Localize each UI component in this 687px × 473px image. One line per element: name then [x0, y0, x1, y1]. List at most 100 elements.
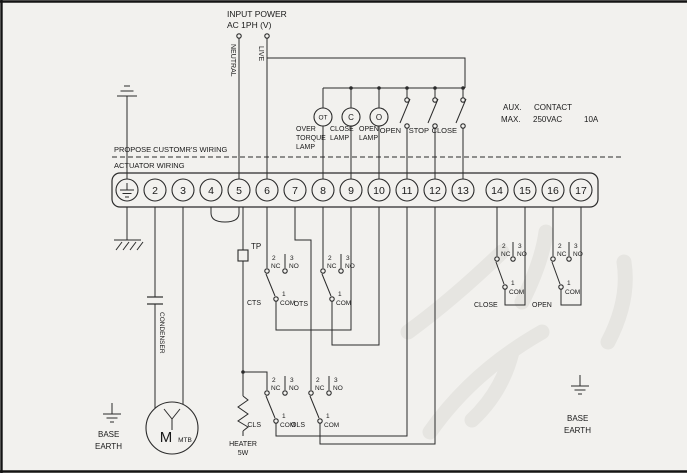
- svg-text:11: 11: [402, 185, 413, 197]
- svg-text:COM: COM: [324, 422, 339, 429]
- svg-text:NC: NC: [327, 263, 337, 270]
- switch-ols: 2 NC 3 NO 1 COM OLS: [291, 207, 436, 445]
- earth-terminal-icon: [120, 183, 134, 198]
- contact-arm: [265, 273, 276, 297]
- customer-wiring-note: PROPOSE CUSTOMR'S WIRING: [114, 145, 228, 154]
- svg-text:5: 5: [236, 185, 242, 197]
- terminal-11: 11: [395, 178, 419, 202]
- thermal-protector-icon: [237, 249, 249, 262]
- contact-label: CONTACT: [534, 103, 572, 112]
- svg-text:2: 2: [558, 243, 562, 250]
- svg-text:3: 3: [290, 255, 294, 262]
- motor-mtb-label: MTB: [178, 437, 192, 444]
- close-lamp-label: LAMP: [330, 135, 349, 142]
- open-lamp-letter: O: [376, 113, 382, 122]
- svg-text:NC: NC: [315, 385, 325, 392]
- stop-button-label: STOP: [409, 126, 429, 135]
- svg-text:17: 17: [575, 185, 587, 197]
- watermark: [400, 224, 633, 440]
- terminal-6: 6: [255, 178, 279, 202]
- terminal-2: 2: [143, 178, 167, 202]
- contact-arm: [495, 261, 505, 285]
- tp-label: TP: [251, 242, 261, 251]
- heater-watt-label: 5W: [238, 450, 249, 457]
- live-label: LIVE: [257, 46, 264, 62]
- svg-text:2: 2: [502, 243, 506, 250]
- cts-label: CTS: [247, 300, 261, 307]
- motor-letter: M: [160, 429, 173, 446]
- svg-text:NO: NO: [289, 385, 299, 392]
- ot-lamp-letter: OT: [318, 115, 327, 122]
- svg-text:3: 3: [518, 243, 522, 250]
- svg-text:2: 2: [272, 377, 276, 384]
- svg-text:6: 6: [264, 185, 270, 197]
- heater-label: HEATER: [229, 441, 257, 448]
- motor: M MTB: [145, 401, 199, 455]
- svg-text:3: 3: [290, 377, 294, 384]
- svg-text:2: 2: [152, 185, 158, 197]
- svg-text:15: 15: [519, 185, 531, 197]
- terminal-16: 16: [541, 178, 565, 202]
- terminal-strip: 2 3 4 5 6 7 8 9 10 11 12 13 14 15 16 17: [111, 172, 599, 208]
- button-close-symbol: CLOSE: [432, 88, 467, 179]
- svg-text:1: 1: [282, 291, 286, 298]
- heater-resistor-icon: [237, 395, 249, 432]
- svg-text:COM: COM: [509, 289, 524, 296]
- svg-text:16: 16: [547, 185, 559, 197]
- ols-com-wire: [319, 207, 436, 445]
- svg-text:1: 1: [282, 413, 286, 420]
- svg-text:3: 3: [180, 185, 186, 197]
- svg-text:COM: COM: [565, 289, 580, 296]
- close-lamp-label: CLOSE: [330, 126, 354, 133]
- earth-icon: [103, 403, 121, 423]
- ot-lamp-label: LAMP: [296, 144, 315, 151]
- contact-arm: [321, 273, 332, 297]
- svg-text:10: 10: [373, 185, 385, 197]
- live-node: [264, 33, 270, 39]
- aux-close-com-wire: [504, 207, 526, 306]
- ac-rating-label: AC 1PH (V): [227, 20, 272, 30]
- live-branch-wire: [267, 57, 466, 88]
- terminal-8: 8: [311, 178, 335, 202]
- capacitor-icon: [147, 296, 163, 305]
- svg-text:2: 2: [316, 377, 320, 384]
- open-lamp-label: OPEN: [359, 126, 379, 133]
- svg-text:NC: NC: [271, 385, 281, 392]
- terminal-10: 10: [367, 178, 391, 202]
- terminal-5: 5: [227, 178, 251, 202]
- max-label: MAX.: [501, 115, 521, 124]
- svg-text:13: 13: [457, 185, 469, 197]
- svg-text:14: 14: [491, 185, 503, 197]
- terminal-14: 14: [485, 178, 509, 202]
- aux-contact-close: 2 NC 3 NO 1 COM CLOSE: [474, 207, 527, 309]
- terminal-13: 13: [451, 178, 475, 202]
- earth-icon: [571, 375, 589, 395]
- svg-text:3: 3: [346, 255, 350, 262]
- lamp-over-torque: OT OVER TORQUE LAMP: [296, 88, 333, 179]
- svg-text:NC: NC: [501, 251, 511, 258]
- switch-ots: 2 NC 3 NO 1 COM OTS: [294, 207, 380, 346]
- terminal-17: 17: [569, 178, 593, 202]
- svg-text:NC: NC: [271, 263, 281, 270]
- aux-close-label: CLOSE: [474, 302, 498, 309]
- cls-com-wire: [275, 207, 408, 437]
- svg-text:COM: COM: [336, 300, 351, 307]
- svg-text:1: 1: [511, 280, 515, 287]
- base-earth-right: BASE EARTH: [564, 375, 591, 435]
- svg-text:NO: NO: [333, 385, 343, 392]
- svg-text:COM: COM: [280, 422, 295, 429]
- cls-label: CLS: [247, 422, 261, 429]
- condenser-label: CONDENSER: [158, 312, 165, 354]
- terminal-3: 3: [171, 178, 195, 202]
- svg-text:NC: NC: [557, 251, 567, 258]
- supply-wires: [236, 33, 466, 179]
- cts-com-wire: [275, 207, 352, 331]
- svg-text:1: 1: [326, 413, 330, 420]
- svg-text:1: 1: [567, 280, 571, 287]
- ot-lamp-label: TORQUE: [296, 135, 326, 142]
- terminal-7: 7: [283, 178, 307, 202]
- voltage-label: 250VAC: [533, 115, 562, 124]
- ots-label: OTS: [294, 301, 309, 308]
- earth-symbol-hatched-left: [114, 207, 144, 251]
